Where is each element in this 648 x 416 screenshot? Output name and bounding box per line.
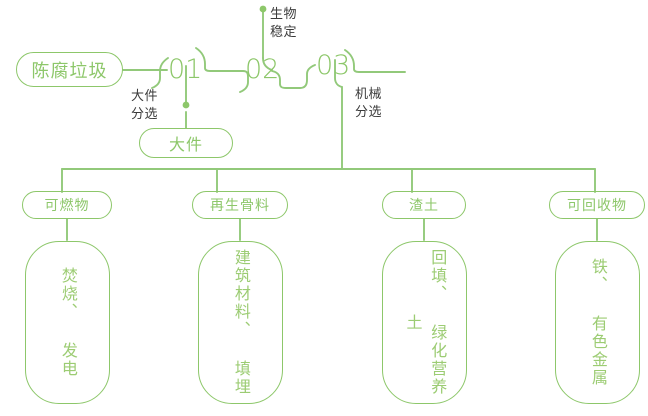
arc-01-left bbox=[151, 57, 169, 89]
output-category-2[interactable]: 再生骨料 bbox=[192, 191, 288, 219]
output-detail-box-2[interactable]: 建筑材料、 填埋 bbox=[198, 241, 283, 404]
output-detail-text-1: 焚烧、 发电 bbox=[58, 267, 78, 378]
arc-02-top-join bbox=[262, 57, 273, 71]
arc-02-right-to-03 bbox=[271, 70, 301, 89]
arc-01-right-to-02 bbox=[195, 47, 244, 72]
stage-note-02: 生物 稳定 bbox=[270, 7, 298, 40]
stage-note-03: 机械 分选 bbox=[355, 87, 383, 120]
node-source[interactable]: 陈腐垃圾 bbox=[16, 52, 123, 87]
stage-number-03[interactable]: 03 bbox=[316, 50, 351, 81]
stage-number-01[interactable]: 01 bbox=[168, 54, 203, 85]
dot-bulky bbox=[182, 101, 190, 109]
output-detail-box-1[interactable]: 焚烧、 发电 bbox=[25, 241, 110, 404]
dot-biostable bbox=[259, 5, 267, 13]
line-03-to-bar bbox=[334, 59, 343, 170]
arc-03-left bbox=[299, 64, 316, 89]
output-category-1[interactable]: 可燃物 bbox=[22, 191, 112, 219]
stage-number-02[interactable]: 02 bbox=[245, 54, 280, 85]
arc-02-left bbox=[239, 70, 249, 93]
arc-03-right-tail bbox=[344, 49, 406, 73]
output-detail-text-2: 建筑材料、 填埋 bbox=[231, 249, 251, 396]
output-detail-box-4[interactable]: 铁、 有色金属 bbox=[555, 241, 640, 404]
node-bulky-output[interactable]: 大件 bbox=[139, 128, 233, 158]
output-detail-box-3[interactable]: 回填、 绿化营养土 bbox=[382, 241, 467, 404]
output-detail-text-4: 铁、 有色金属 bbox=[588, 258, 608, 387]
output-category-4[interactable]: 可回收物 bbox=[549, 191, 645, 219]
stage-note-01: 大件 分选 bbox=[131, 89, 159, 122]
output-category-3[interactable]: 渣土 bbox=[382, 191, 466, 219]
output-detail-text-3: 回填、 绿化营养土 bbox=[403, 249, 448, 396]
